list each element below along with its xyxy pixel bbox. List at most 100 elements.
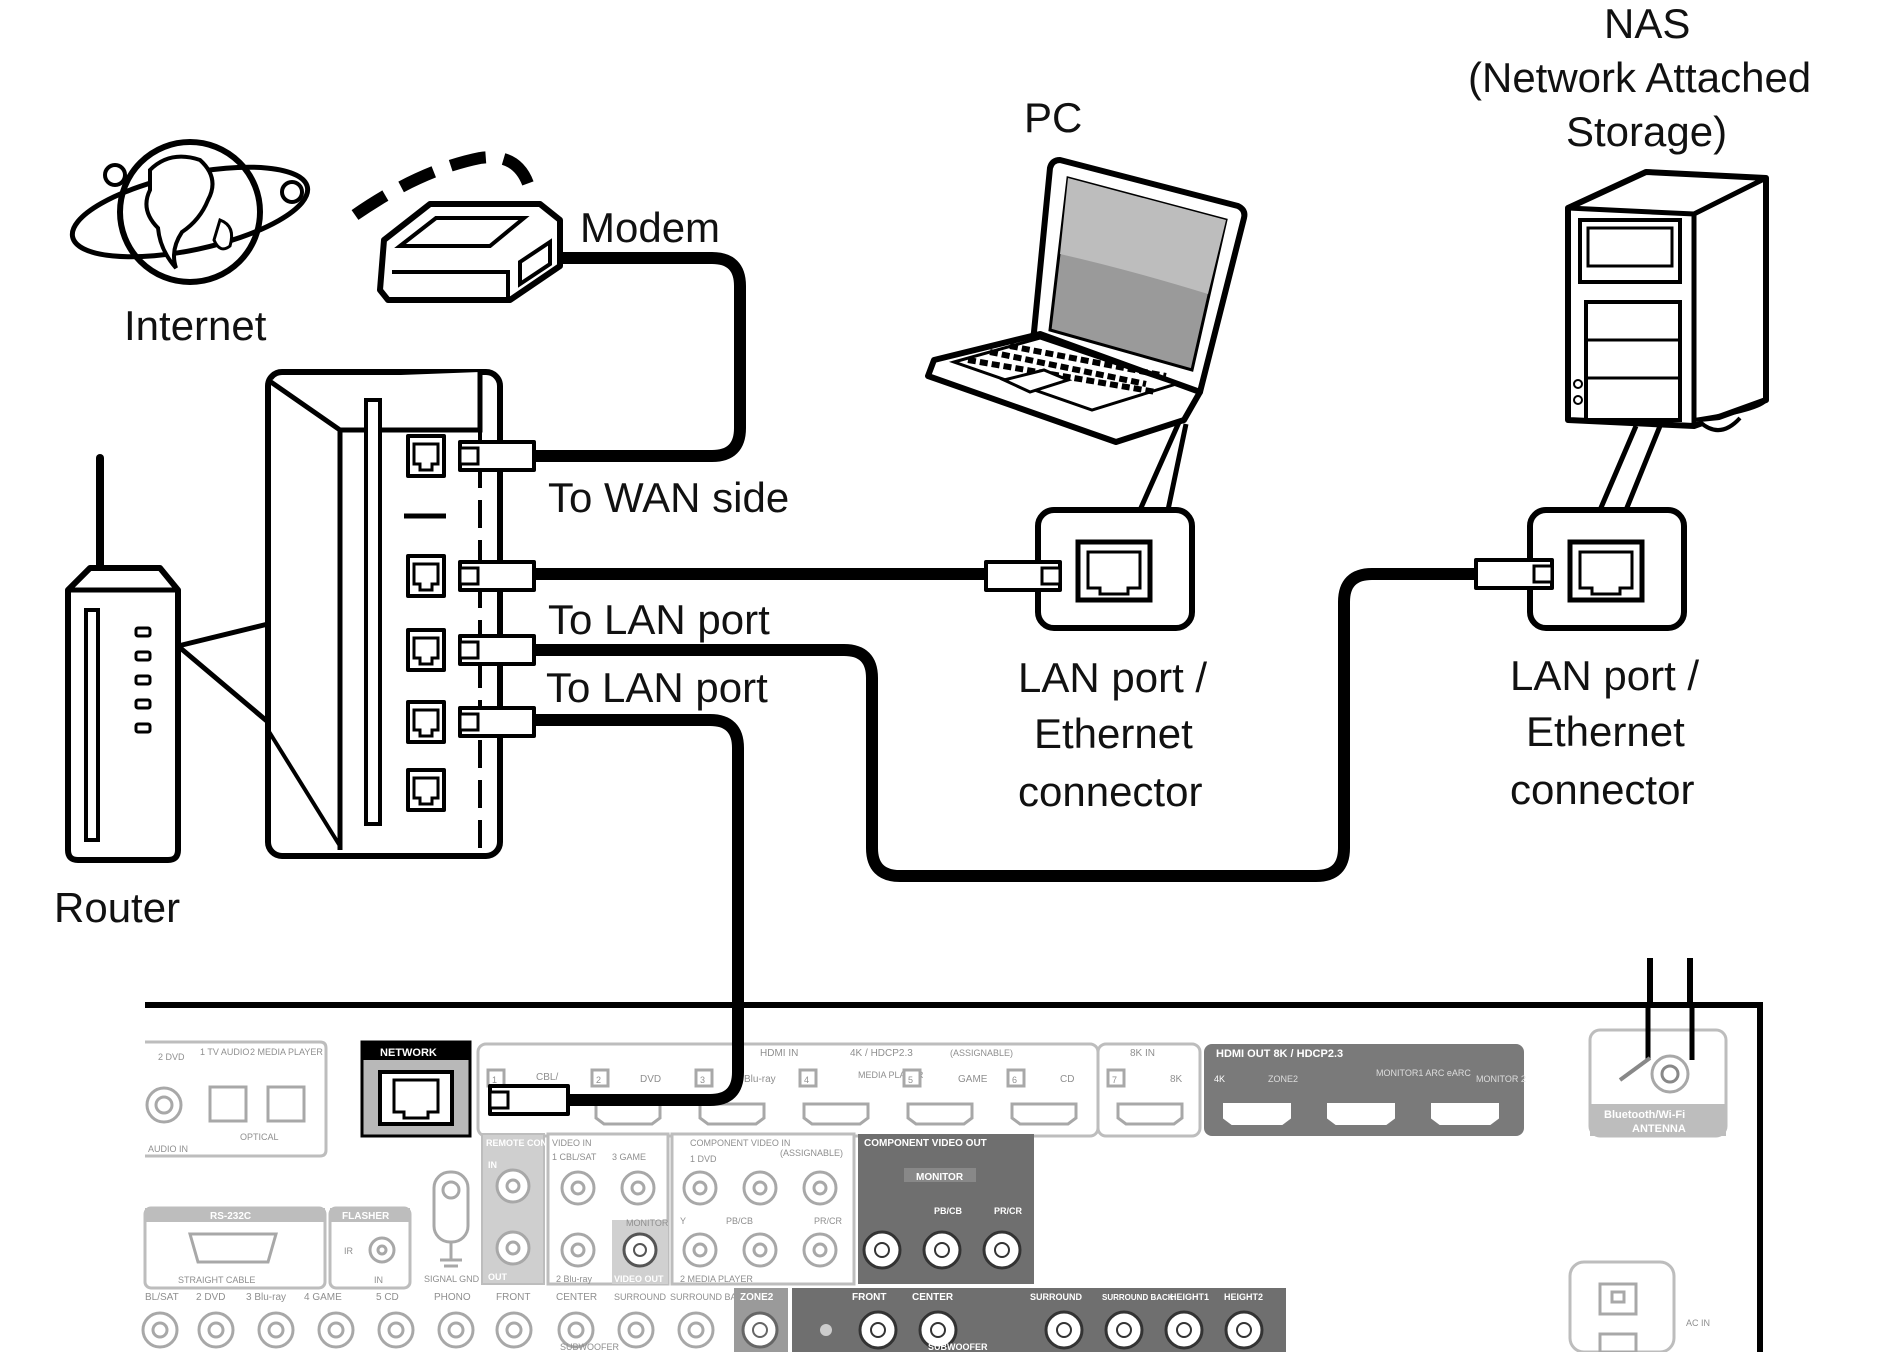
svg-text:1: 1 <box>492 1075 497 1085</box>
svg-text:VIDEO IN: VIDEO IN <box>552 1138 592 1148</box>
svg-text:2 MEDIA PLAYER: 2 MEDIA PLAYER <box>680 1274 753 1284</box>
svg-text:RS-232C: RS-232C <box>210 1211 251 1222</box>
to-wan-side-label: To WAN side <box>548 474 789 521</box>
to-lan-port-label-2: To LAN port <box>546 664 768 711</box>
svg-text:AUDIO IN: AUDIO IN <box>148 1144 188 1154</box>
svg-text:SIGNAL GND: SIGNAL GND <box>424 1274 480 1284</box>
svg-text:PB/CB: PB/CB <box>934 1206 963 1216</box>
svg-text:(ASSIGNABLE): (ASSIGNABLE) <box>780 1148 843 1158</box>
svg-text:1 TV AUDIO: 1 TV AUDIO <box>200 1047 249 1057</box>
svg-text:3 GAME: 3 GAME <box>612 1152 646 1162</box>
svg-text:Y: Y <box>680 1216 686 1226</box>
plug-receiver-network <box>488 1084 570 1116</box>
nas-lan-port-callout <box>1527 425 1687 631</box>
svg-text:COMPONENT VIDEO IN: COMPONENT VIDEO IN <box>690 1138 790 1148</box>
svg-text:VIDEO OUT: VIDEO OUT <box>614 1274 664 1284</box>
network-port: NETWORK <box>360 1040 472 1138</box>
svg-text:HEIGHT2: HEIGHT2 <box>1224 1292 1263 1302</box>
svg-text:DVD: DVD <box>640 1074 661 1085</box>
svg-text:ZONE2: ZONE2 <box>740 1292 774 1303</box>
svg-text:MONITOR: MONITOR <box>626 1218 669 1228</box>
svg-text:SUBWOOFER: SUBWOOFER <box>560 1342 620 1352</box>
svg-text:COMPONENT VIDEO OUT: COMPONENT VIDEO OUT <box>864 1138 987 1149</box>
to-lan-port-label-1: To LAN port <box>548 596 770 643</box>
audio-in-module: 2 DVD 1 TV AUDIO 2 MEDIA PLAYER OPTICAL … <box>145 1040 328 1158</box>
rs232c-port: RS-232C STRAIGHT CABLE <box>143 1206 327 1290</box>
svg-text:1 DVD: 1 DVD <box>690 1154 717 1164</box>
svg-text:STRAIGHT CABLE: STRAIGHT CABLE <box>178 1275 255 1285</box>
hdmi-in-numbers: 1 2 3 4 5 6 <box>486 1068 1026 1088</box>
svg-text:ZONE2: ZONE2 <box>1268 1074 1298 1084</box>
svg-text:IR: IR <box>344 1246 354 1256</box>
svg-text:OUT: OUT <box>488 1272 508 1282</box>
router-port-callout <box>176 369 536 859</box>
nas-label-line2: (Network Attached <box>1468 54 1811 101</box>
svg-text:HDMI IN: HDMI IN <box>760 1048 798 1059</box>
router-lan-port-4 <box>406 768 446 812</box>
svg-text:MEDIA PLAYER: MEDIA PLAYER <box>858 1070 924 1080</box>
plug-lan-3 <box>458 706 536 738</box>
nas-label-line1: NAS <box>1604 0 1690 47</box>
pc-port-label-line2: Ethernet <box>1034 710 1193 757</box>
svg-text:REMOTE CONTROL: REMOTE CONTROL <box>486 1138 572 1148</box>
svg-text:SURROUND BACK: SURROUND BACK <box>670 1292 749 1302</box>
svg-text:6: 6 <box>1012 1075 1017 1085</box>
svg-text:CENTER: CENTER <box>912 1292 954 1303</box>
svg-text:(ASSIGNABLE): (ASSIGNABLE) <box>950 1048 1013 1058</box>
pc-lan-port-callout <box>1035 418 1195 631</box>
modem-icon <box>377 201 563 303</box>
svg-text:4 GAME: 4 GAME <box>304 1292 342 1303</box>
router-icon <box>65 454 181 863</box>
modem-label: Modem <box>580 204 720 251</box>
ac-in-inlet: AC IN <box>1568 1260 1710 1352</box>
flasher-jack: FLASHER IR IN <box>328 1206 412 1290</box>
component-video-in-jacks: COMPONENT VIDEO IN (ASSIGNABLE) 1 DVD Y … <box>670 1132 856 1286</box>
router-label: Router <box>54 884 180 931</box>
svg-text:7: 7 <box>1112 1075 1117 1085</box>
plug-nas <box>1474 558 1554 590</box>
svg-text:IN: IN <box>374 1275 383 1285</box>
svg-text:SUBWOOFER: SUBWOOFER <box>928 1342 988 1352</box>
svg-text:NETWORK: NETWORK <box>380 1047 437 1059</box>
svg-text:2 MEDIA PLAYER: 2 MEDIA PLAYER <box>250 1047 323 1057</box>
svg-text:PR/CR: PR/CR <box>994 1206 1023 1216</box>
svg-text:ANTENNA: ANTENNA <box>1632 1123 1686 1135</box>
globe-icon <box>69 139 311 285</box>
svg-text:SURROUND BACK: SURROUND BACK <box>1102 1293 1174 1302</box>
bluetooth-wifi-antenna: Bluetooth/Wi-Fi ANTENNA <box>1588 1005 1728 1138</box>
hdmi-8k-in-block: 8K IN 7 8K <box>1096 1042 1202 1138</box>
internet-modem-link <box>351 151 536 220</box>
svg-text:4K: 4K <box>1214 1074 1225 1084</box>
video-in-jacks: VIDEO IN 1 CBL/SAT 3 GAME 2 Blu-ray MONI… <box>546 1132 670 1286</box>
svg-text:PR/CR: PR/CR <box>814 1216 843 1226</box>
svg-text:Bluetooth/Wi-Fi: Bluetooth/Wi-Fi <box>1604 1109 1685 1121</box>
svg-text:FRONT: FRONT <box>852 1292 886 1303</box>
svg-text:HEIGHT1: HEIGHT1 <box>1170 1292 1209 1302</box>
svg-text:1 CBL/SAT: 1 CBL/SAT <box>552 1152 597 1162</box>
hdmi-out-block: HDMI OUT 8K / HDCP2.3 4K ZONE2 MONITOR1 … <box>1204 1044 1526 1136</box>
svg-text:SURROUND: SURROUND <box>1030 1292 1083 1302</box>
svg-text:8K: 8K <box>1170 1074 1183 1085</box>
speaker-pre-out-block: FRONT CENTER SURROUND SURROUND BACK HEIG… <box>792 1288 1286 1352</box>
component-video-out-jacks: COMPONENT VIDEO OUT MONITOR PB/CB PR/CR <box>858 1134 1034 1284</box>
pc-port-label-line1: LAN port / <box>1018 654 1207 701</box>
svg-text:CD: CD <box>1060 1074 1074 1085</box>
svg-text:FRONT: FRONT <box>496 1292 530 1303</box>
svg-text:PB/CB: PB/CB <box>726 1216 753 1226</box>
pc-port-label-line3: connector <box>1018 768 1202 815</box>
svg-text:CENTER: CENTER <box>556 1292 597 1303</box>
internet-label: Internet <box>124 302 267 349</box>
svg-text:2: 2 <box>596 1075 601 1085</box>
svg-text:MONITOR1 ARC eARC: MONITOR1 ARC eARC <box>1376 1068 1471 1078</box>
svg-text:4: 4 <box>804 1075 809 1085</box>
svg-text:HDMI OUT 8K / HDCP2.3: HDMI OUT 8K / HDCP2.3 <box>1216 1048 1343 1060</box>
plug-lan-1 <box>458 560 536 592</box>
router-wan-port <box>406 434 446 478</box>
svg-text:2 DVD: 2 DVD <box>158 1052 185 1062</box>
svg-text:SURROUND: SURROUND <box>614 1292 667 1302</box>
svg-text:3: 3 <box>700 1075 705 1085</box>
nas-port-label-line1: LAN port / <box>1510 652 1699 699</box>
svg-text:5: 5 <box>908 1075 913 1085</box>
svg-text:2 DVD: 2 DVD <box>196 1292 225 1303</box>
